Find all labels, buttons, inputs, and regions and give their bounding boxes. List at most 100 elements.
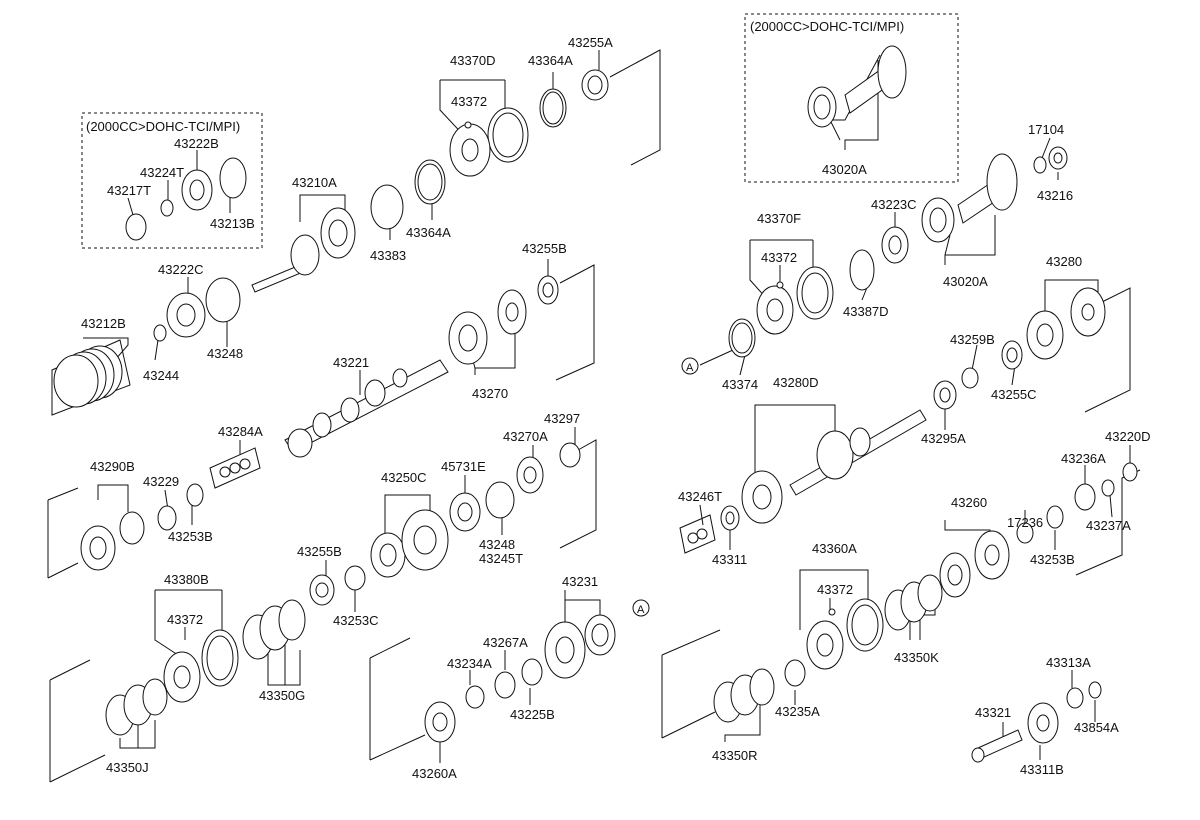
part-label: 43259B xyxy=(950,332,995,347)
ring-43213B xyxy=(219,157,247,199)
ring-43387D xyxy=(849,249,875,291)
part-label: 43248 xyxy=(479,537,515,552)
gear-43250C xyxy=(370,509,449,578)
ring-43217T xyxy=(125,213,147,241)
part-label: 43220D xyxy=(1105,429,1151,444)
gear-43270 xyxy=(448,289,527,365)
part-label: 43370F xyxy=(757,211,801,226)
rings-43350J xyxy=(105,678,168,736)
gear-43290B xyxy=(80,511,145,571)
part-label: 43313A xyxy=(1046,655,1091,670)
parts xyxy=(51,45,1138,763)
part-label: 43854A xyxy=(1074,720,1119,735)
ring-43259B xyxy=(961,367,979,389)
svg-text:A: A xyxy=(637,604,645,616)
part-label: 43350G xyxy=(259,688,305,703)
part-label: 43372 xyxy=(761,250,797,265)
sleeve-17236 xyxy=(1016,522,1034,544)
callout-a-left: A xyxy=(681,357,699,375)
nut-43216 xyxy=(1048,146,1068,170)
part-labels: 43255A 43370D 43364A 43372 43222B 43224T… xyxy=(81,35,1151,781)
part-label: 43290B xyxy=(90,459,135,474)
ring-43224T xyxy=(160,199,174,217)
bearing-43295A xyxy=(933,380,957,410)
part-label: 17236 xyxy=(1007,515,1043,530)
bearing-43255B-mid xyxy=(309,574,335,606)
ring-43364A-top xyxy=(539,88,567,128)
part-label: 43248 xyxy=(207,346,243,361)
part-label: 43260A xyxy=(412,766,457,781)
part-label: 43223C xyxy=(871,197,917,212)
part-label: 43372 xyxy=(451,94,487,109)
rings-43350G xyxy=(242,599,306,660)
ring-43244 xyxy=(153,324,167,342)
part-label: 43210A xyxy=(292,175,337,190)
synchro-43370F xyxy=(756,266,834,335)
gear-43311B xyxy=(1027,702,1059,744)
ring-43364A xyxy=(414,159,446,205)
part-label: 43270 xyxy=(472,386,508,401)
part-label: 43213B xyxy=(210,216,255,231)
part-label: 43383 xyxy=(370,248,406,263)
gear-43260A xyxy=(424,701,456,743)
part-label: 43374 xyxy=(722,377,758,392)
gear-43260 xyxy=(939,530,1010,598)
svg-text:A: A xyxy=(686,362,694,374)
part-label: 43216 xyxy=(1037,188,1073,203)
sleeve-43370D xyxy=(487,107,529,163)
main-shaft-43221 xyxy=(284,359,449,458)
part-label: 43224T xyxy=(140,165,184,180)
sleeve-43253C xyxy=(344,565,366,591)
part-label: 43350K xyxy=(894,650,939,665)
part-label: 43267A xyxy=(483,635,528,650)
option-box-right-title: (2000CC>DOHC-TCI/MPI) xyxy=(750,19,904,34)
part-label: 43020A xyxy=(943,274,988,289)
part-label: 43380B xyxy=(164,572,209,587)
part-label: 43212B xyxy=(81,316,126,331)
leader-lines xyxy=(83,50,1131,763)
input-shaft-43210A xyxy=(251,207,356,293)
part-label: 45731E xyxy=(441,459,486,474)
part-label: 43234A xyxy=(447,656,492,671)
bearing-43229 xyxy=(157,505,177,531)
bearing-43253B-left xyxy=(186,483,204,507)
part-label: 43221 xyxy=(333,355,369,370)
part-label: 17104 xyxy=(1028,122,1064,137)
part-label: 43387D xyxy=(843,304,889,319)
bearing-43253B-right xyxy=(1046,505,1064,529)
option-box-right xyxy=(744,13,959,183)
part-label: 43280D xyxy=(773,375,819,390)
part-label: 43237A xyxy=(1086,518,1131,533)
part-label: 43253B xyxy=(1030,552,1075,567)
part-label: 43270A xyxy=(503,429,548,444)
bearing-43313A xyxy=(1066,687,1084,709)
bearing-43220D xyxy=(1122,462,1138,482)
gear-43280 xyxy=(1026,287,1106,360)
ring-43248-left xyxy=(205,277,241,323)
part-label: 43231 xyxy=(562,574,598,589)
synchro-43360A xyxy=(806,598,884,670)
part-label: 43253B xyxy=(168,529,213,544)
part-label: 43360A xyxy=(812,541,857,556)
bearing-45731E xyxy=(449,492,481,532)
sleeve-43234A xyxy=(465,685,485,709)
gear-43236A xyxy=(1074,483,1096,511)
part-label: 43350R xyxy=(712,748,758,763)
part-label: 43280 xyxy=(1046,254,1082,269)
bearing-43225B xyxy=(521,658,543,686)
part-label: 43217T xyxy=(107,183,151,198)
option-box-left-title: (2000CC>DOHC-TCI/MPI) xyxy=(86,119,240,134)
spring-43284A xyxy=(209,447,261,489)
part-label: 43295A xyxy=(921,431,966,446)
bearing-43255A xyxy=(581,69,609,101)
part-label: 43370D xyxy=(450,53,496,68)
hub-43370D xyxy=(449,121,491,177)
shim-set-43212B xyxy=(51,339,131,416)
part-label: 43236A xyxy=(1061,451,1106,466)
bearing-43222B xyxy=(181,169,213,211)
part-label: 43311B xyxy=(1020,762,1064,777)
part-label: 43297 xyxy=(544,411,580,426)
ring-43311 xyxy=(720,505,740,531)
bearing-43255B-top xyxy=(537,275,559,305)
